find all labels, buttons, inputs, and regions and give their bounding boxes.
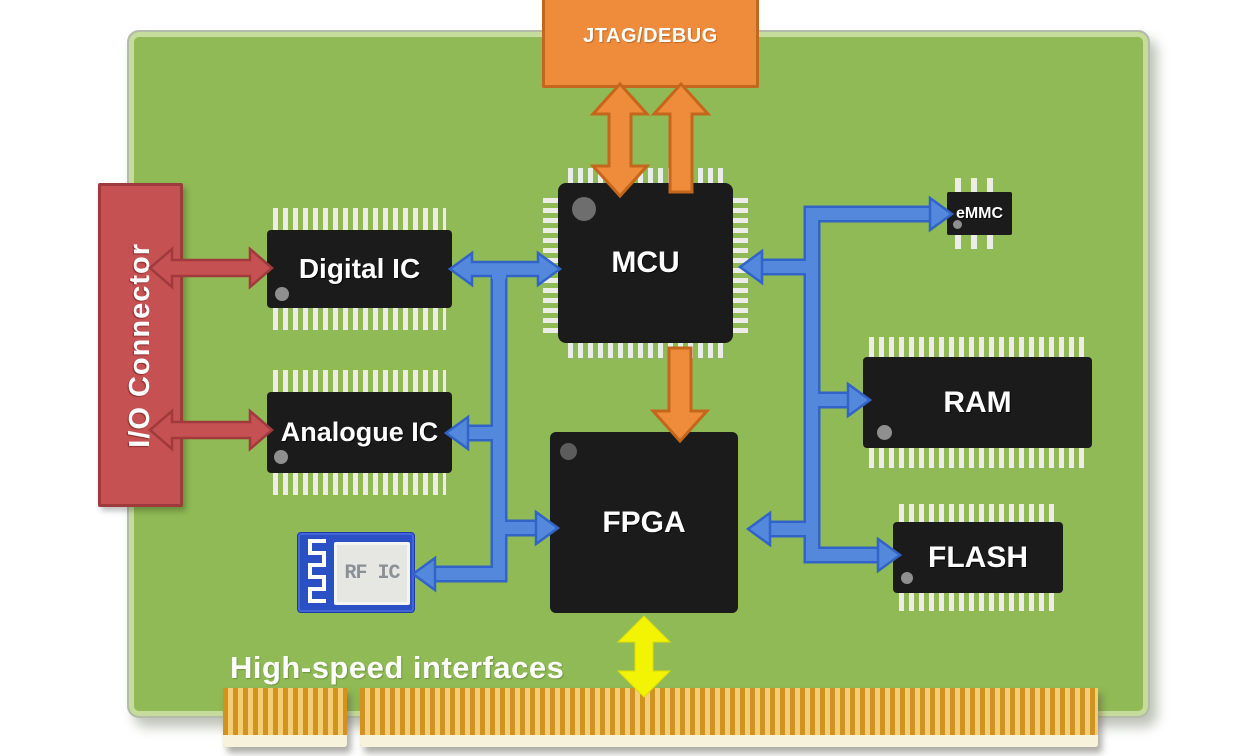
pin-row xyxy=(899,504,1057,522)
antenna-icon xyxy=(308,539,326,603)
chip-digital-ic: Digital IC xyxy=(267,208,452,330)
pin-row xyxy=(899,593,1057,611)
chip-label: RF IC xyxy=(344,562,400,585)
pin-row xyxy=(273,473,446,495)
chip-label: Digital IC xyxy=(298,253,421,284)
chip-flash: FLASH xyxy=(893,504,1063,611)
module-rf-ic: RF IC xyxy=(298,533,414,612)
pin-row xyxy=(568,343,723,358)
chip-label: FLASH xyxy=(928,540,1028,574)
pin1-dot xyxy=(877,425,892,440)
pin1-dot xyxy=(901,572,913,584)
jtag-debug-box: JTAG/DEBUG xyxy=(542,0,759,88)
pin-row xyxy=(273,370,446,392)
pin-row xyxy=(568,168,723,183)
pin1-dot xyxy=(560,443,577,460)
chip-label: eMMC xyxy=(955,204,1004,222)
edge-connector-segment-long xyxy=(360,688,1098,747)
pin-row xyxy=(955,235,1003,249)
pin-row xyxy=(955,178,1003,192)
io-connector-box: I/O Connector xyxy=(98,183,183,507)
pin-row xyxy=(273,308,446,330)
jtag-debug-label: JTAG/DEBUG xyxy=(583,25,718,47)
chip-analogue-ic: Analogue IC xyxy=(267,370,452,495)
chip-label: FPGA xyxy=(602,505,686,539)
edge-connector-segment-short xyxy=(223,688,347,747)
pin-row xyxy=(869,448,1086,468)
pin1-dot xyxy=(274,450,288,464)
pin1-dot xyxy=(572,197,596,221)
chip-ram: RAM xyxy=(863,337,1092,468)
chip-mcu: MCU xyxy=(543,168,748,358)
chip-fpga: FPGA xyxy=(550,432,738,613)
pin-column xyxy=(543,193,558,333)
pin1-dot xyxy=(275,287,289,301)
pin-row xyxy=(869,337,1086,357)
chip-label: RAM xyxy=(943,385,1012,419)
rf-shield: RF IC xyxy=(334,542,410,605)
chip-emmc: eMMC xyxy=(947,178,1012,249)
pin-column xyxy=(733,193,748,333)
chip-label: Analogue IC xyxy=(280,417,439,447)
high-speed-interfaces-label: High-speed interfaces xyxy=(230,650,565,685)
pin-row xyxy=(273,208,446,230)
pin1-dot xyxy=(953,220,962,229)
io-connector-label: I/O Connector xyxy=(124,242,156,448)
chip-label: MCU xyxy=(611,246,680,279)
